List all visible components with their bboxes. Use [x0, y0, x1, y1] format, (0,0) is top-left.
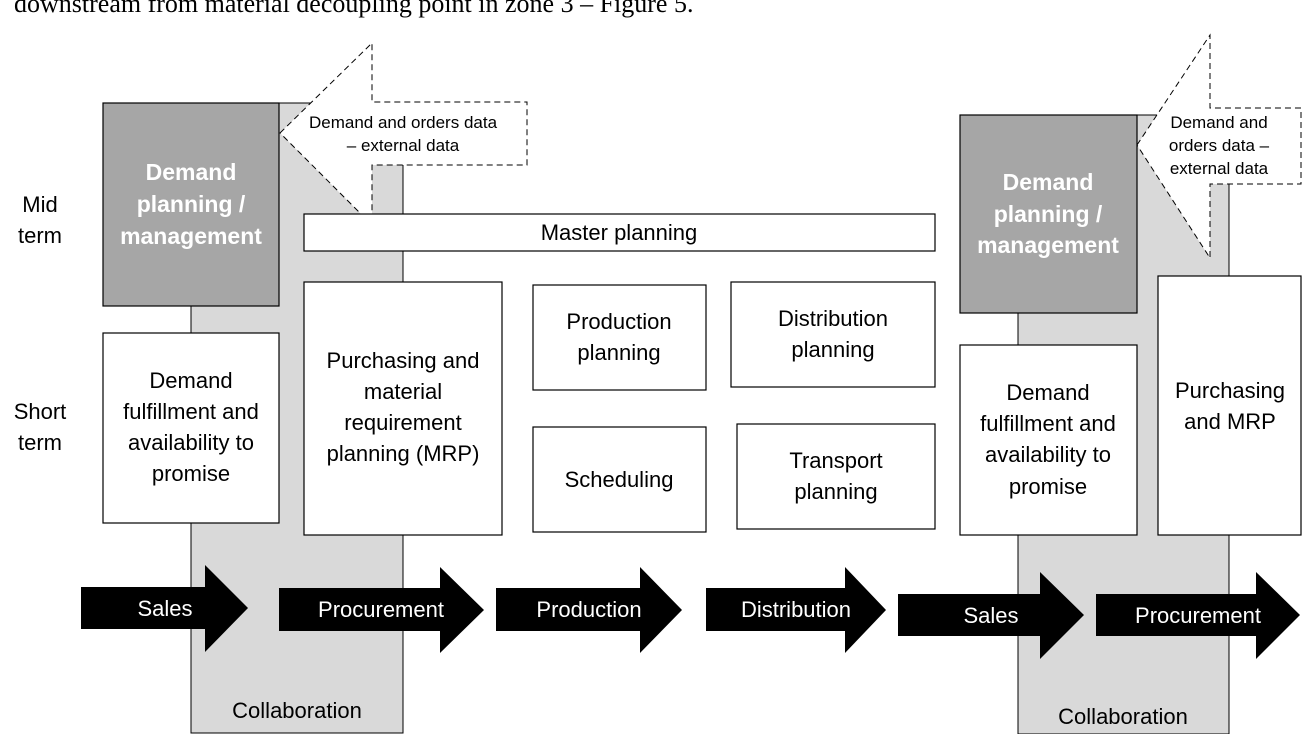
box-text: Scheduling [565, 467, 674, 492]
box-text: and MRP [1184, 409, 1276, 434]
production-planning-box [532, 284, 707, 391]
box-text: fulfillment and [980, 411, 1116, 436]
flow-arrow-label: Procurement [1135, 603, 1261, 628]
demand-planning-text: Demand [146, 159, 237, 185]
collaboration-label-left: Collaboration [232, 698, 362, 723]
callout-text: external data [1170, 159, 1269, 178]
box-text: Distribution [778, 306, 888, 331]
master-planning-text: Master planning [541, 220, 698, 245]
demand-fulfillment-box-right [959, 344, 1138, 536]
purchasing-mrp-box-right [1157, 275, 1302, 536]
flow-arrow-production [496, 567, 682, 653]
row-label-mid-term: term [18, 223, 62, 248]
box-text: availability to [128, 430, 254, 455]
box-text: fulfillment and [123, 399, 259, 424]
callout-text: Demand and orders data [309, 113, 498, 132]
box-text: Purchasing and [327, 348, 480, 373]
box-text: Demand [149, 368, 232, 393]
demand-planning-text: planning / [137, 191, 246, 217]
demand-planning-text: management [977, 232, 1119, 258]
box-text: availability to [985, 442, 1111, 467]
callout-text: – external data [347, 136, 460, 155]
collaboration-label-right: Collaboration [1058, 704, 1188, 729]
purchasing-mrp-box [303, 281, 503, 536]
box-text: promise [152, 461, 230, 486]
flow-arrow-label: Production [536, 597, 641, 622]
external-data-callout-right [1136, 33, 1302, 260]
demand-fulfillment-box-left [102, 332, 280, 524]
flow-arrow-sales-2 [898, 572, 1084, 659]
demand-planning-text: planning / [994, 201, 1103, 227]
box-text: material [364, 379, 442, 404]
flow-arrow-distribution [706, 567, 886, 653]
flow-arrow-label: Procurement [318, 597, 444, 622]
row-label-short-term: term [18, 430, 62, 455]
box-text: requirement [344, 410, 461, 435]
flow-arrow-label: Distribution [741, 597, 851, 622]
caption-text: downstream from material decoupling poin… [14, 0, 693, 18]
demand-planning-text: management [120, 223, 262, 249]
box-text: planning [791, 337, 874, 362]
demand-planning-box-right [959, 114, 1138, 314]
box-text: Transport [789, 448, 882, 473]
flow-arrow-label: Sales [137, 596, 192, 621]
row-label-mid: Mid [22, 192, 57, 217]
scheduling-box [532, 426, 707, 533]
distribution-planning-box [730, 281, 936, 388]
flow-arrow-procurement-2 [1096, 572, 1300, 659]
box-text: planning (MRP) [327, 441, 480, 466]
flow-arrow-procurement [279, 567, 484, 653]
box-text: Purchasing [1175, 378, 1285, 403]
box-text: planning [577, 340, 660, 365]
demand-planning-text: Demand [1003, 169, 1094, 195]
demand-planning-box-left [102, 102, 280, 307]
master-planning-box [303, 213, 936, 252]
box-text: planning [794, 479, 877, 504]
flow-arrow-sales [81, 565, 248, 652]
row-label-short: Short [14, 399, 67, 424]
box-text: promise [1009, 474, 1087, 499]
box-text: Production [566, 309, 671, 334]
callout-text: Demand and [1170, 113, 1267, 132]
callout-text: orders data – [1169, 136, 1270, 155]
transport-planning-box [736, 423, 936, 530]
flow-arrow-label: Sales [963, 603, 1018, 628]
box-text: Demand [1006, 380, 1089, 405]
